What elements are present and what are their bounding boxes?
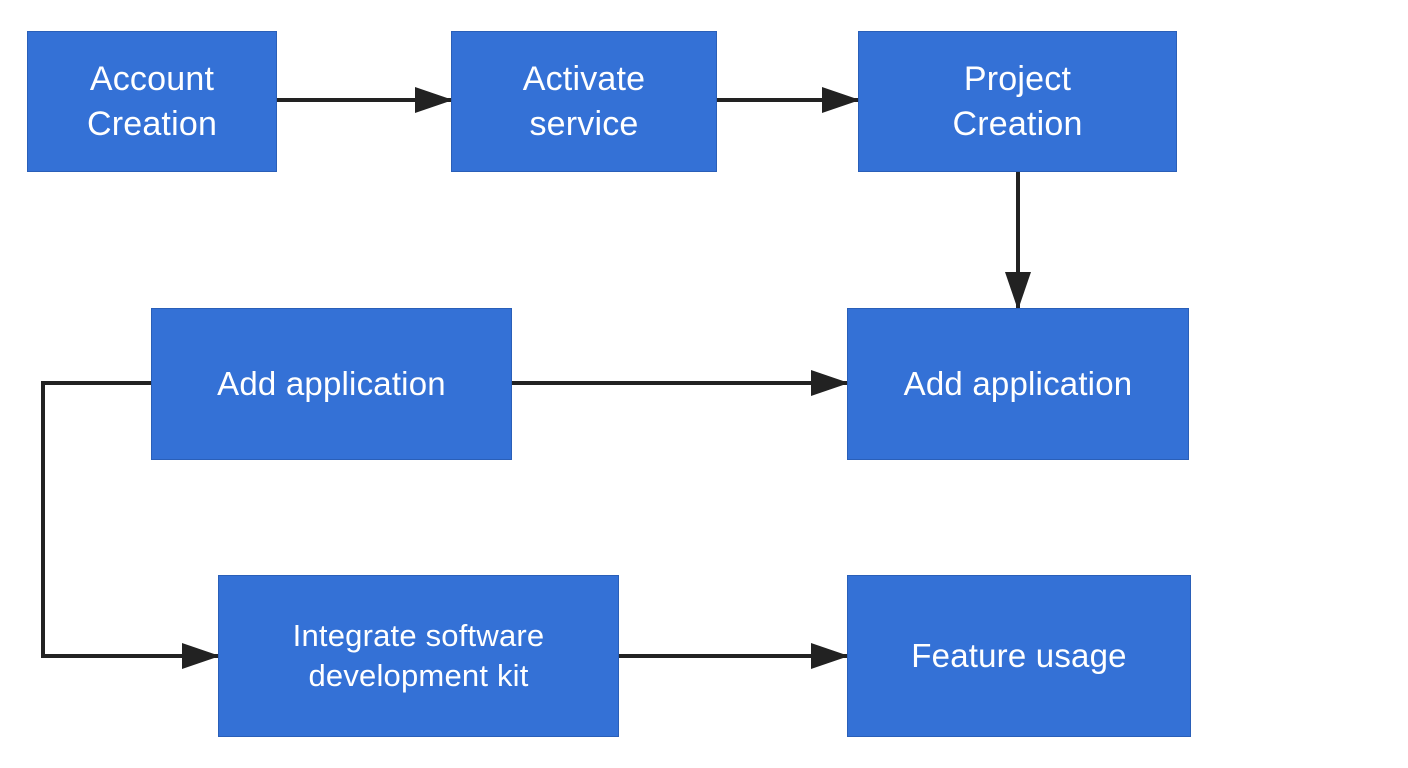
edge-add-app-left-to-integrate-sdk — [41, 381, 220, 669]
node-add-application-right: Add application — [847, 308, 1189, 460]
node-account-creation: Account Creation — [27, 31, 277, 172]
node-add-application-left: Add application — [151, 308, 512, 460]
node-activate-service: Activate service — [451, 31, 717, 172]
node-feature-usage: Feature usage — [847, 575, 1191, 737]
node-project-creation: Project Creation — [858, 31, 1177, 172]
node-integrate-sdk: Integrate software development kit — [218, 575, 619, 737]
